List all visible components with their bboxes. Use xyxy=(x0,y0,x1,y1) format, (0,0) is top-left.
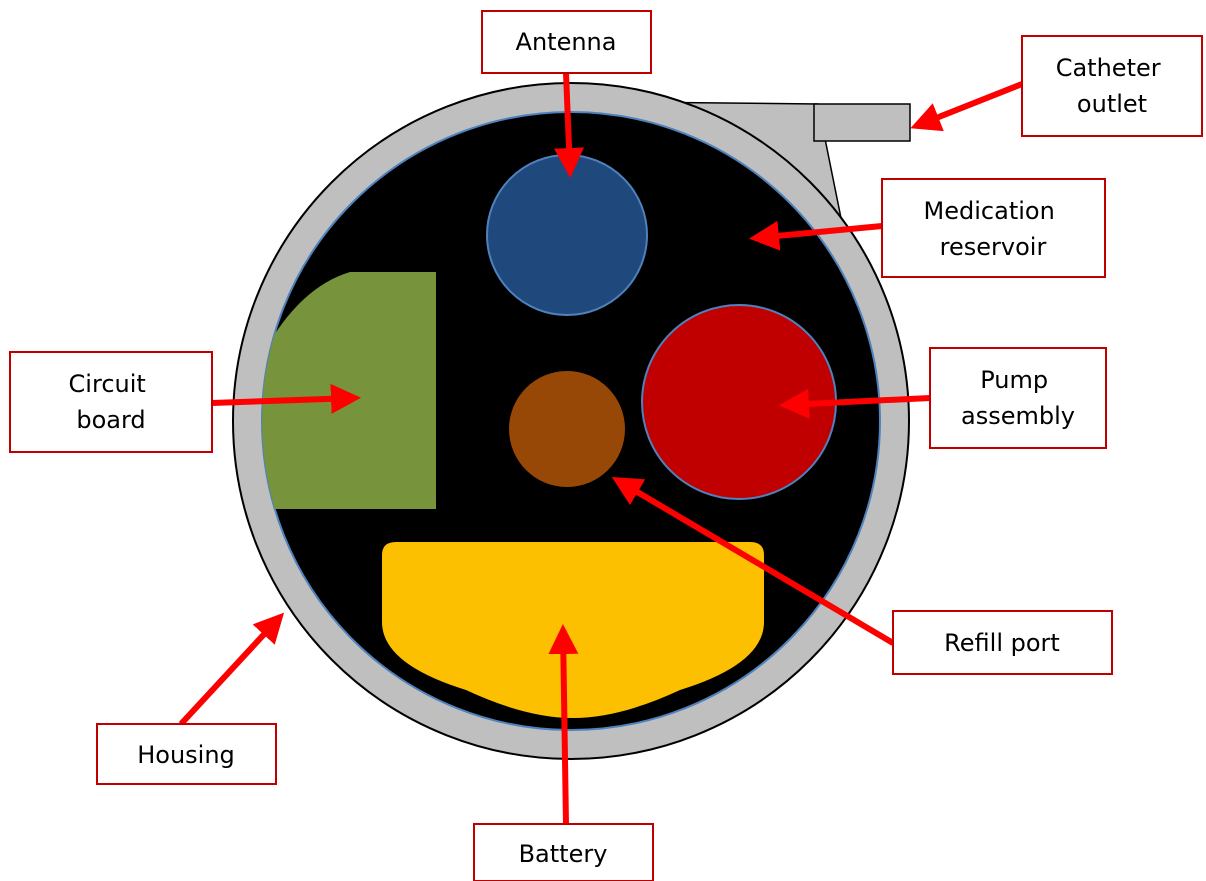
catheter-outlet-tube xyxy=(813,103,911,142)
refill-port-arrow xyxy=(611,476,895,646)
catheter-outlet-label-box xyxy=(1021,35,1203,137)
medication-reservoir-label: Medication reservoir xyxy=(924,197,1063,261)
antenna-label-box xyxy=(481,10,652,74)
pump-assembly-label: Pump assembly xyxy=(961,366,1075,430)
arrows xyxy=(178,72,1024,825)
catheter-outlet-arrow xyxy=(910,81,1024,132)
pump-assembly-arrow xyxy=(779,388,931,419)
medication-reservoir-arrow xyxy=(749,220,883,251)
housing-arrow xyxy=(178,612,285,727)
housing-label-box xyxy=(96,723,277,785)
antenna-label: Antenna xyxy=(516,28,617,56)
pump-assembly-label-box xyxy=(929,347,1107,449)
battery-label-box xyxy=(473,823,654,881)
antenna xyxy=(486,154,648,316)
antenna-arrow xyxy=(554,72,585,178)
circuit-board-label: Circuit board xyxy=(69,370,154,434)
housing-label: Housing xyxy=(137,741,235,769)
refill-port-label: Refill port xyxy=(944,629,1060,657)
battery-arrow xyxy=(548,624,579,825)
catheter-outlet-label: Catheter outlet xyxy=(1056,54,1169,118)
refill-port-label-box xyxy=(892,610,1113,675)
circuit-board-arrow xyxy=(211,383,361,414)
refill-port xyxy=(509,371,625,487)
circuit-board-label-box xyxy=(9,351,213,453)
medication-reservoir-label-box xyxy=(881,178,1106,278)
battery-label: Battery xyxy=(519,840,608,868)
